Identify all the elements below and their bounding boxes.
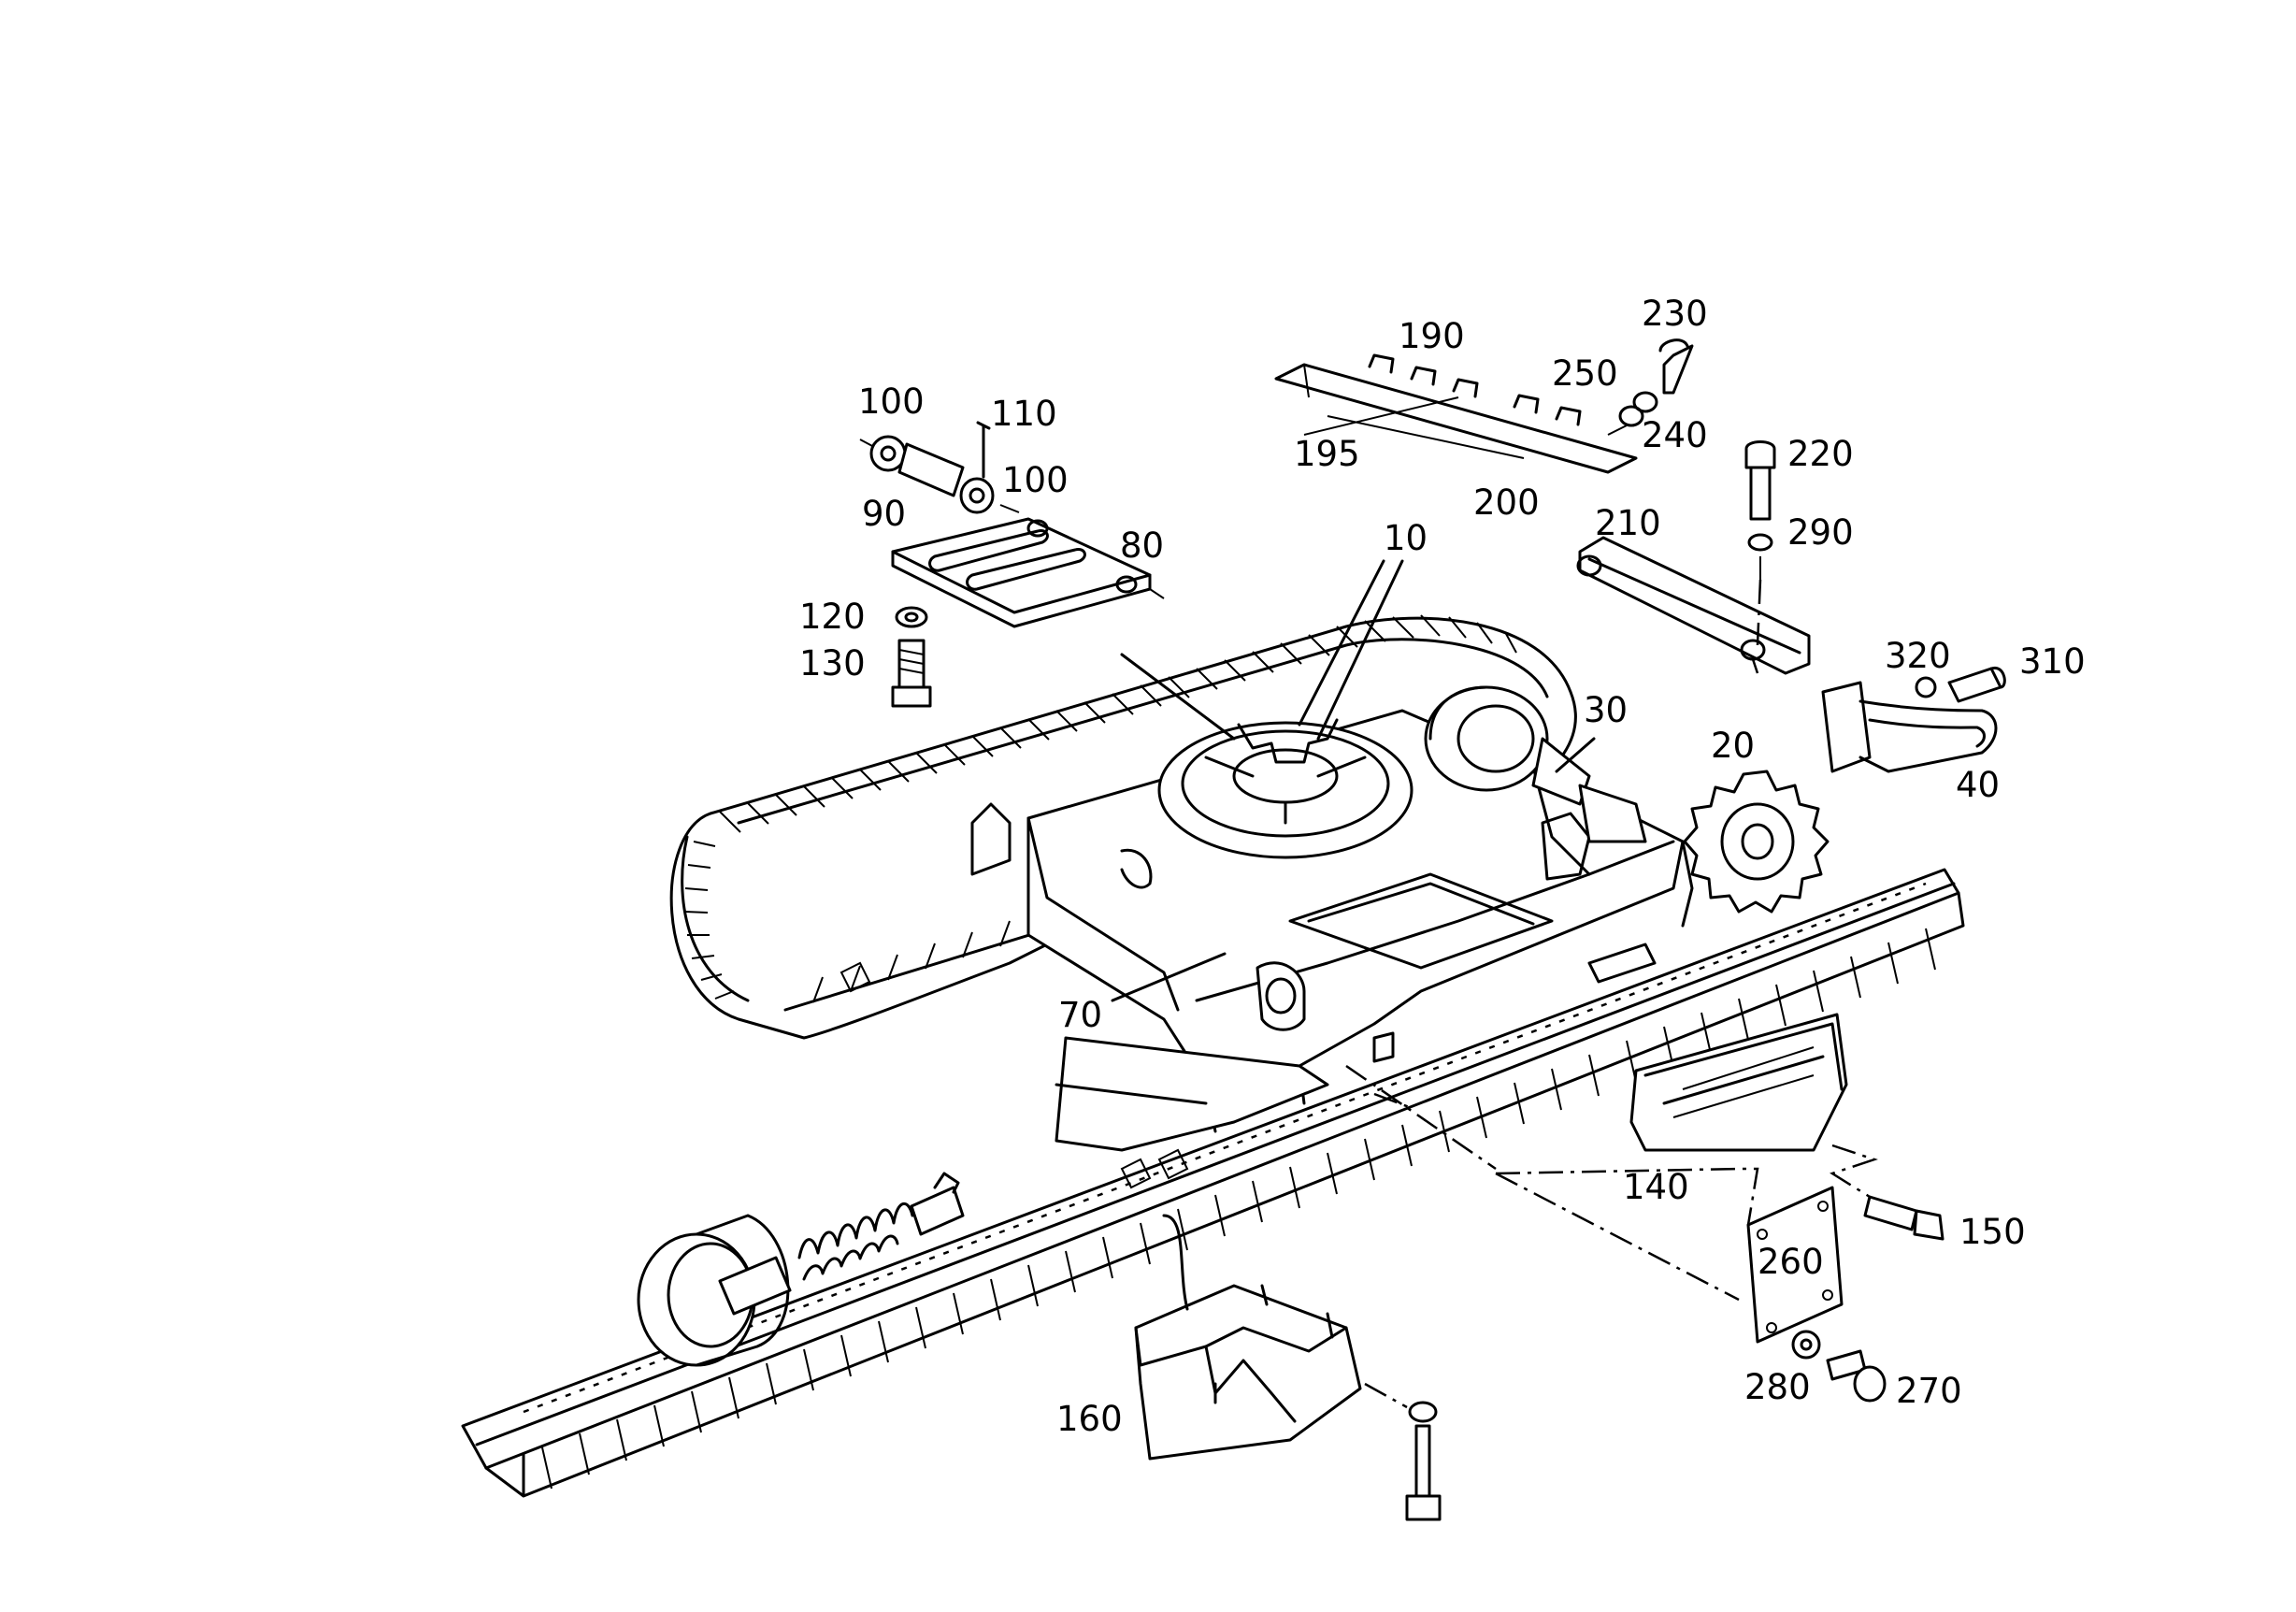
callout-220: 220 — [1787, 434, 1854, 474]
callout-320: 320 — [1885, 636, 1951, 676]
part-bolt-150 — [1863, 1195, 1944, 1241]
callout-270: 270 — [1896, 1371, 1962, 1411]
callout-20: 20 — [1711, 726, 1755, 766]
callout-210: 210 — [1595, 503, 1661, 543]
callout-110: 110 — [991, 394, 1057, 434]
undercarriage-assembly — [461, 614, 1965, 1498]
part-guard-160 — [1134, 1214, 1442, 1521]
part-bolt-230 — [1607, 338, 1694, 436]
idler-wheel — [637, 1214, 792, 1367]
callout-310: 310 — [2019, 641, 2086, 682]
track-lower — [461, 868, 1965, 1498]
travel-motor — [1424, 685, 1647, 843]
callout-90: 90 — [862, 494, 906, 534]
callout-70: 70 — [1058, 995, 1102, 1035]
track-upper-shoes — [684, 614, 1517, 1000]
part-washer-bolt-130 — [891, 606, 932, 708]
callout-10: 10 — [1384, 518, 1428, 558]
track-lower-shoes — [541, 928, 1936, 1490]
callout-labels: 100 110 100 90 80 120 130 190 195 200 23… — [799, 294, 2086, 1439]
drive-sprocket — [1683, 770, 1830, 914]
callout-120: 120 — [799, 597, 866, 637]
callout-100b: 100 — [1002, 460, 1069, 500]
callout-190: 190 — [1399, 316, 1465, 356]
track-upper — [669, 614, 1577, 1040]
callout-130: 130 — [799, 643, 866, 684]
part-track-plate — [1274, 353, 1638, 474]
recoil-spring — [797, 1172, 965, 1281]
slewing-ring — [1157, 718, 1413, 859]
part-bracket-plate — [891, 517, 1165, 628]
callout-30: 30 — [1584, 690, 1628, 730]
callout-80: 80 — [1120, 525, 1164, 566]
part-bolt-220 — [1744, 440, 1776, 580]
callout-230: 230 — [1642, 294, 1708, 334]
callout-250: 250 — [1552, 353, 1618, 394]
callout-160: 160 — [1056, 1399, 1123, 1439]
callout-195: 195 — [1294, 434, 1360, 474]
part-bolt-270 — [1791, 1330, 1887, 1403]
callout-200: 200 — [1473, 482, 1540, 523]
callout-280: 280 — [1744, 1367, 1811, 1407]
carrier-roller — [1256, 961, 1395, 1063]
part-rail-guard-210 — [1576, 536, 1811, 675]
callout-150: 150 — [1959, 1212, 2026, 1252]
callout-40: 40 — [1956, 765, 2000, 805]
part-step-140 — [1629, 1013, 1848, 1152]
callout-140: 140 — [1623, 1167, 1689, 1207]
part-pin-assembly — [859, 421, 1020, 514]
callout-260: 260 — [1758, 1242, 1824, 1282]
assembly-lines — [1345, 1064, 1878, 1302]
part-cover-plate-260 — [1746, 1186, 1844, 1344]
callout-290: 290 — [1787, 512, 1854, 553]
callout-100a: 100 — [858, 381, 925, 422]
bottom-rollers — [839, 961, 1189, 1189]
part-handle-40 — [1821, 666, 2006, 773]
callout-240: 240 — [1642, 415, 1708, 455]
leader-lines — [1111, 559, 1596, 1002]
